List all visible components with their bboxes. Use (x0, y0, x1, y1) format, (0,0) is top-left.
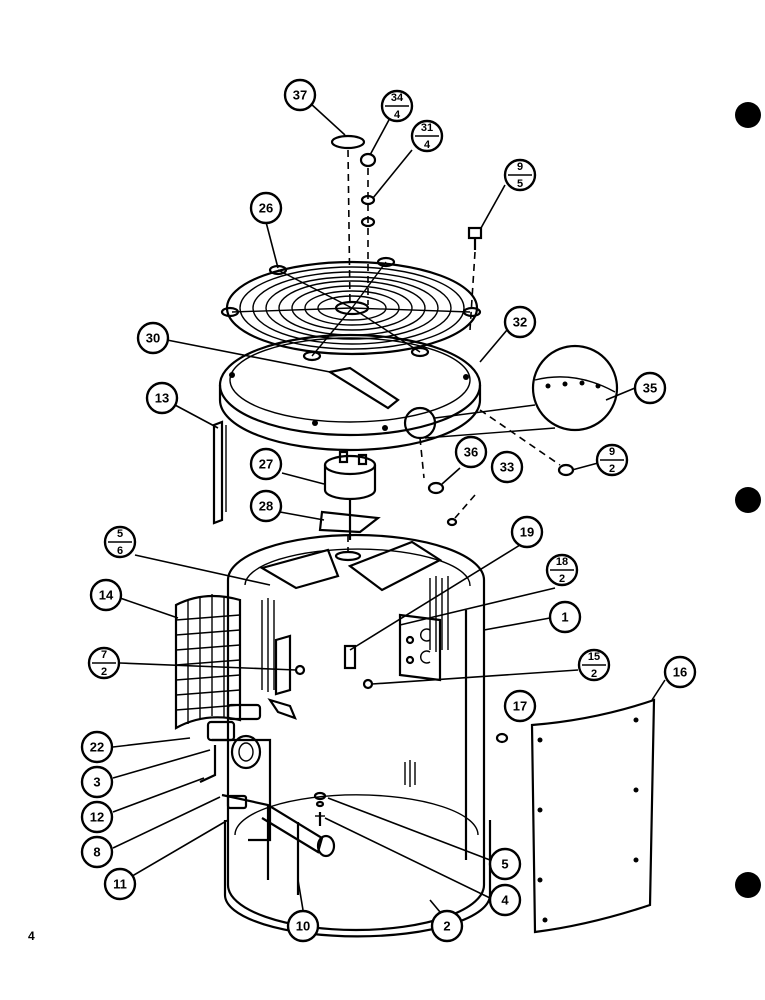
callout-36: 36 (454, 435, 488, 469)
condenser-coil (174, 594, 242, 730)
callout-37: 37 (283, 78, 317, 112)
svg-text:16: 16 (673, 665, 687, 680)
svg-text:34: 34 (391, 92, 404, 104)
svg-text:10: 10 (296, 919, 310, 934)
svg-text:1: 1 (561, 610, 568, 625)
svg-text:5: 5 (117, 528, 123, 540)
binder-hole-bottom (735, 872, 761, 898)
svg-text:2: 2 (591, 668, 597, 680)
svg-text:26: 26 (259, 201, 273, 216)
svg-text:28: 28 (259, 499, 273, 514)
base-screws (313, 791, 327, 826)
svg-text:22: 22 (90, 740, 104, 755)
callout-16: 16 (663, 655, 697, 689)
svg-text:11: 11 (113, 877, 127, 892)
callout-11: 11 (103, 867, 137, 901)
callout-22: 22 (80, 730, 114, 764)
svg-text:2: 2 (609, 463, 615, 475)
svg-text:13: 13 (155, 391, 169, 406)
svg-text:6: 6 (117, 545, 123, 557)
callout-28: 28 (249, 489, 283, 523)
callout-13: 13 (145, 381, 179, 415)
binder-hole-top (735, 102, 761, 128)
callout-27: 27 (249, 447, 283, 481)
svg-text:2: 2 (559, 573, 565, 585)
callout-17: 17 (503, 689, 537, 723)
svg-text:32: 32 (513, 315, 527, 330)
svg-text:33: 33 (500, 460, 514, 475)
callout-12: 12 (80, 800, 114, 834)
svg-text:3: 3 (93, 775, 100, 790)
callout-2: 2 (430, 909, 464, 943)
callout-35: 35 (633, 371, 667, 405)
leader-lines (112, 102, 666, 913)
svg-text:2: 2 (443, 919, 450, 934)
page-number: 4 (28, 929, 35, 943)
fan-blade-hub (318, 494, 476, 552)
callout-7-2: 7 2 (87, 646, 121, 680)
top-panel-ring (218, 333, 482, 452)
callout-5: 5 (488, 847, 522, 881)
svg-text:4: 4 (394, 109, 401, 121)
svg-text:5: 5 (501, 857, 508, 872)
svg-text:31: 31 (421, 122, 433, 134)
callout-3: 3 (80, 765, 114, 799)
svg-text:19: 19 (520, 525, 534, 540)
svg-text:18: 18 (556, 556, 568, 568)
svg-text:35: 35 (643, 381, 657, 396)
svg-text:2: 2 (101, 666, 107, 678)
svg-text:36: 36 (464, 445, 478, 460)
access-panel (495, 698, 656, 934)
callout-5-6: 5 6 (103, 525, 137, 559)
grommet-part (419, 437, 445, 495)
svg-text:4: 4 (424, 139, 431, 151)
callout-18-2: 18 2 (545, 553, 579, 587)
base-pan (223, 820, 492, 938)
callout-4: 4 (488, 883, 522, 917)
callout-32: 32 (503, 305, 537, 339)
svg-text:27: 27 (259, 457, 273, 472)
svg-text:12: 12 (90, 810, 104, 825)
control-box (343, 613, 442, 690)
detail-magnifier (403, 344, 619, 440)
coil-fins (261, 576, 449, 787)
fan-guard-grille (220, 256, 482, 362)
callout-10: 10 (286, 909, 320, 943)
top-cap-parts (330, 134, 377, 306)
callout-14: 14 (89, 578, 123, 612)
callout-9-2: 9 2 (595, 443, 629, 477)
callout-33: 33 (490, 450, 524, 484)
svg-text:7: 7 (101, 649, 107, 661)
svg-text:17: 17 (513, 699, 527, 714)
front-bracket (267, 634, 306, 720)
tubing-assembly (199, 703, 336, 895)
fan-motor (323, 450, 377, 540)
callout-34-4: 34 4 (380, 89, 414, 123)
cabinet-cylinder (226, 533, 486, 932)
callout-1: 1 (548, 600, 582, 634)
svg-text:9: 9 (517, 161, 523, 173)
callout-15-2: 15 2 (577, 648, 611, 682)
svg-text:5: 5 (517, 178, 523, 190)
svg-text:30: 30 (146, 331, 160, 346)
svg-text:15: 15 (588, 651, 600, 663)
binder-hole-middle (735, 487, 761, 513)
callout-26: 26 (249, 191, 283, 225)
fan-blades (259, 540, 443, 592)
bracket-part (212, 420, 227, 525)
callout-30: 30 (136, 321, 170, 355)
callout-8: 8 (80, 835, 114, 869)
svg-text:37: 37 (293, 88, 307, 103)
callout-31-4: 31 4 (410, 119, 444, 153)
callout-19: 19 (510, 515, 544, 549)
svg-text:9: 9 (609, 446, 615, 458)
svg-text:4: 4 (501, 893, 509, 908)
callout-9-5: 9 5 (503, 158, 537, 192)
svg-text:8: 8 (93, 845, 100, 860)
svg-text:14: 14 (99, 588, 114, 603)
